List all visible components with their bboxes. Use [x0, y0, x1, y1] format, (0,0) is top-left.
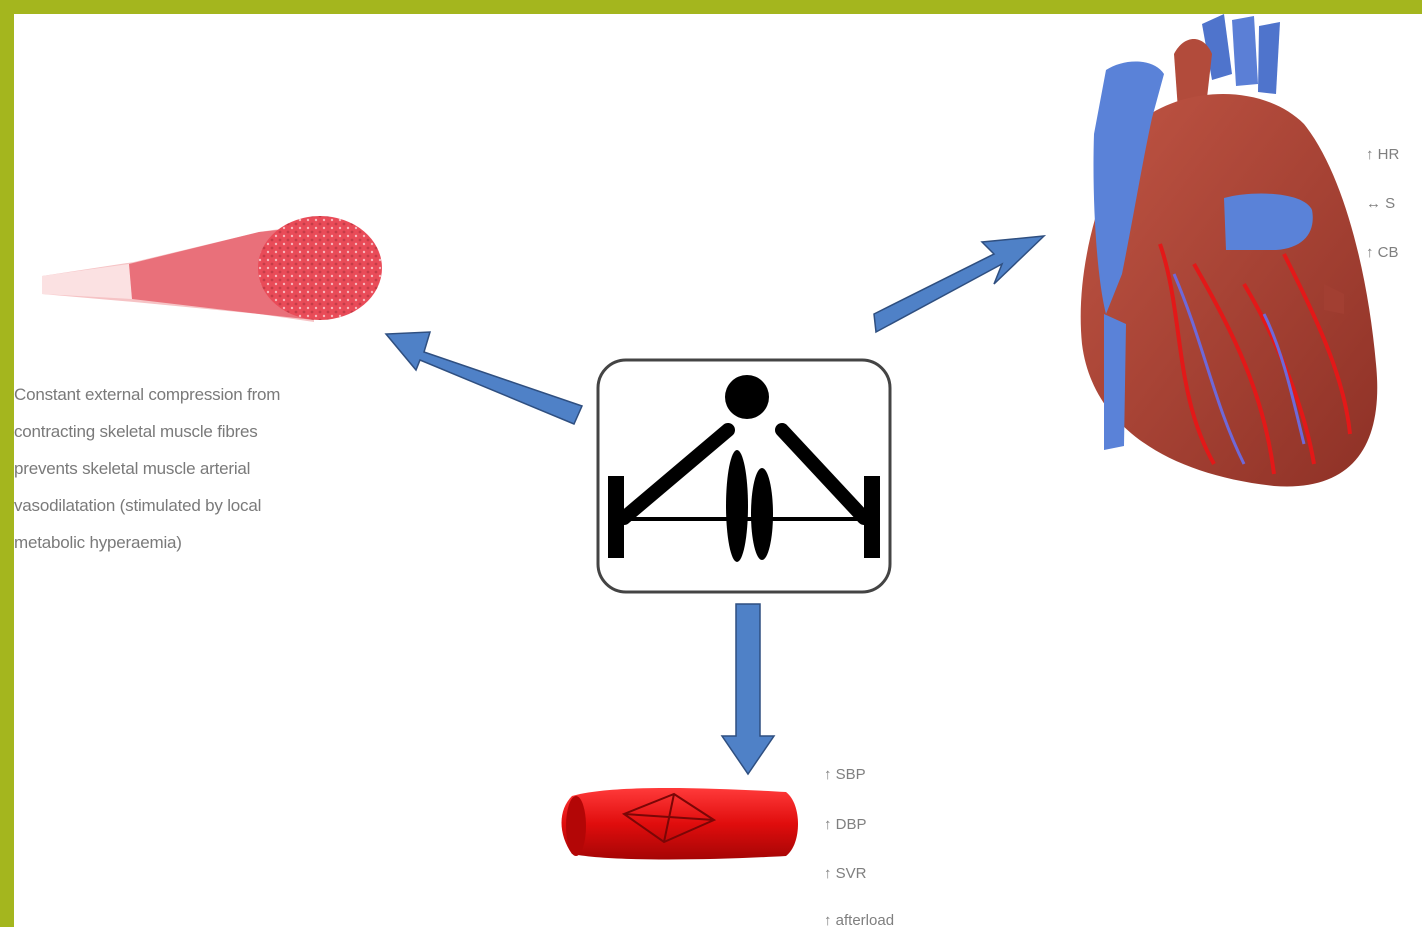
muscle-compression-description: Constant external compression from contr…	[14, 376, 404, 561]
heart-label-hr: ↑ HR	[1366, 146, 1399, 163]
vessel-label-sbp: ↑ SBP	[824, 766, 866, 783]
blood-vessel-illustration	[562, 788, 799, 860]
description-line: metabolic hyperaemia)	[14, 524, 404, 561]
weightlifter-icon	[598, 360, 890, 592]
heart-illustration	[1081, 14, 1378, 487]
heart-label-cbf: ↑ CB	[1366, 244, 1399, 261]
description-line: Constant external compression from	[14, 376, 404, 413]
vessel-label-afterload: ↑ afterload	[824, 912, 894, 927]
description-line: contracting skeletal muscle fibres	[14, 413, 404, 450]
description-line: prevents skeletal muscle arterial	[14, 450, 404, 487]
vessel-label-dbp: ↑ DBP	[824, 816, 867, 833]
heart-label-sv: ↔ S	[1366, 195, 1395, 212]
diagram-canvas: Constant external compression from contr…	[14, 14, 1422, 927]
muscle-illustration	[42, 216, 382, 322]
arrow-to-muscle	[386, 332, 582, 424]
arrow-to-heart	[874, 236, 1044, 332]
vessel-label-svr: ↑ SVR	[824, 865, 867, 882]
description-line: vasodilatation (stimulated by local	[14, 487, 404, 524]
arrow-to-vessel	[722, 604, 774, 774]
